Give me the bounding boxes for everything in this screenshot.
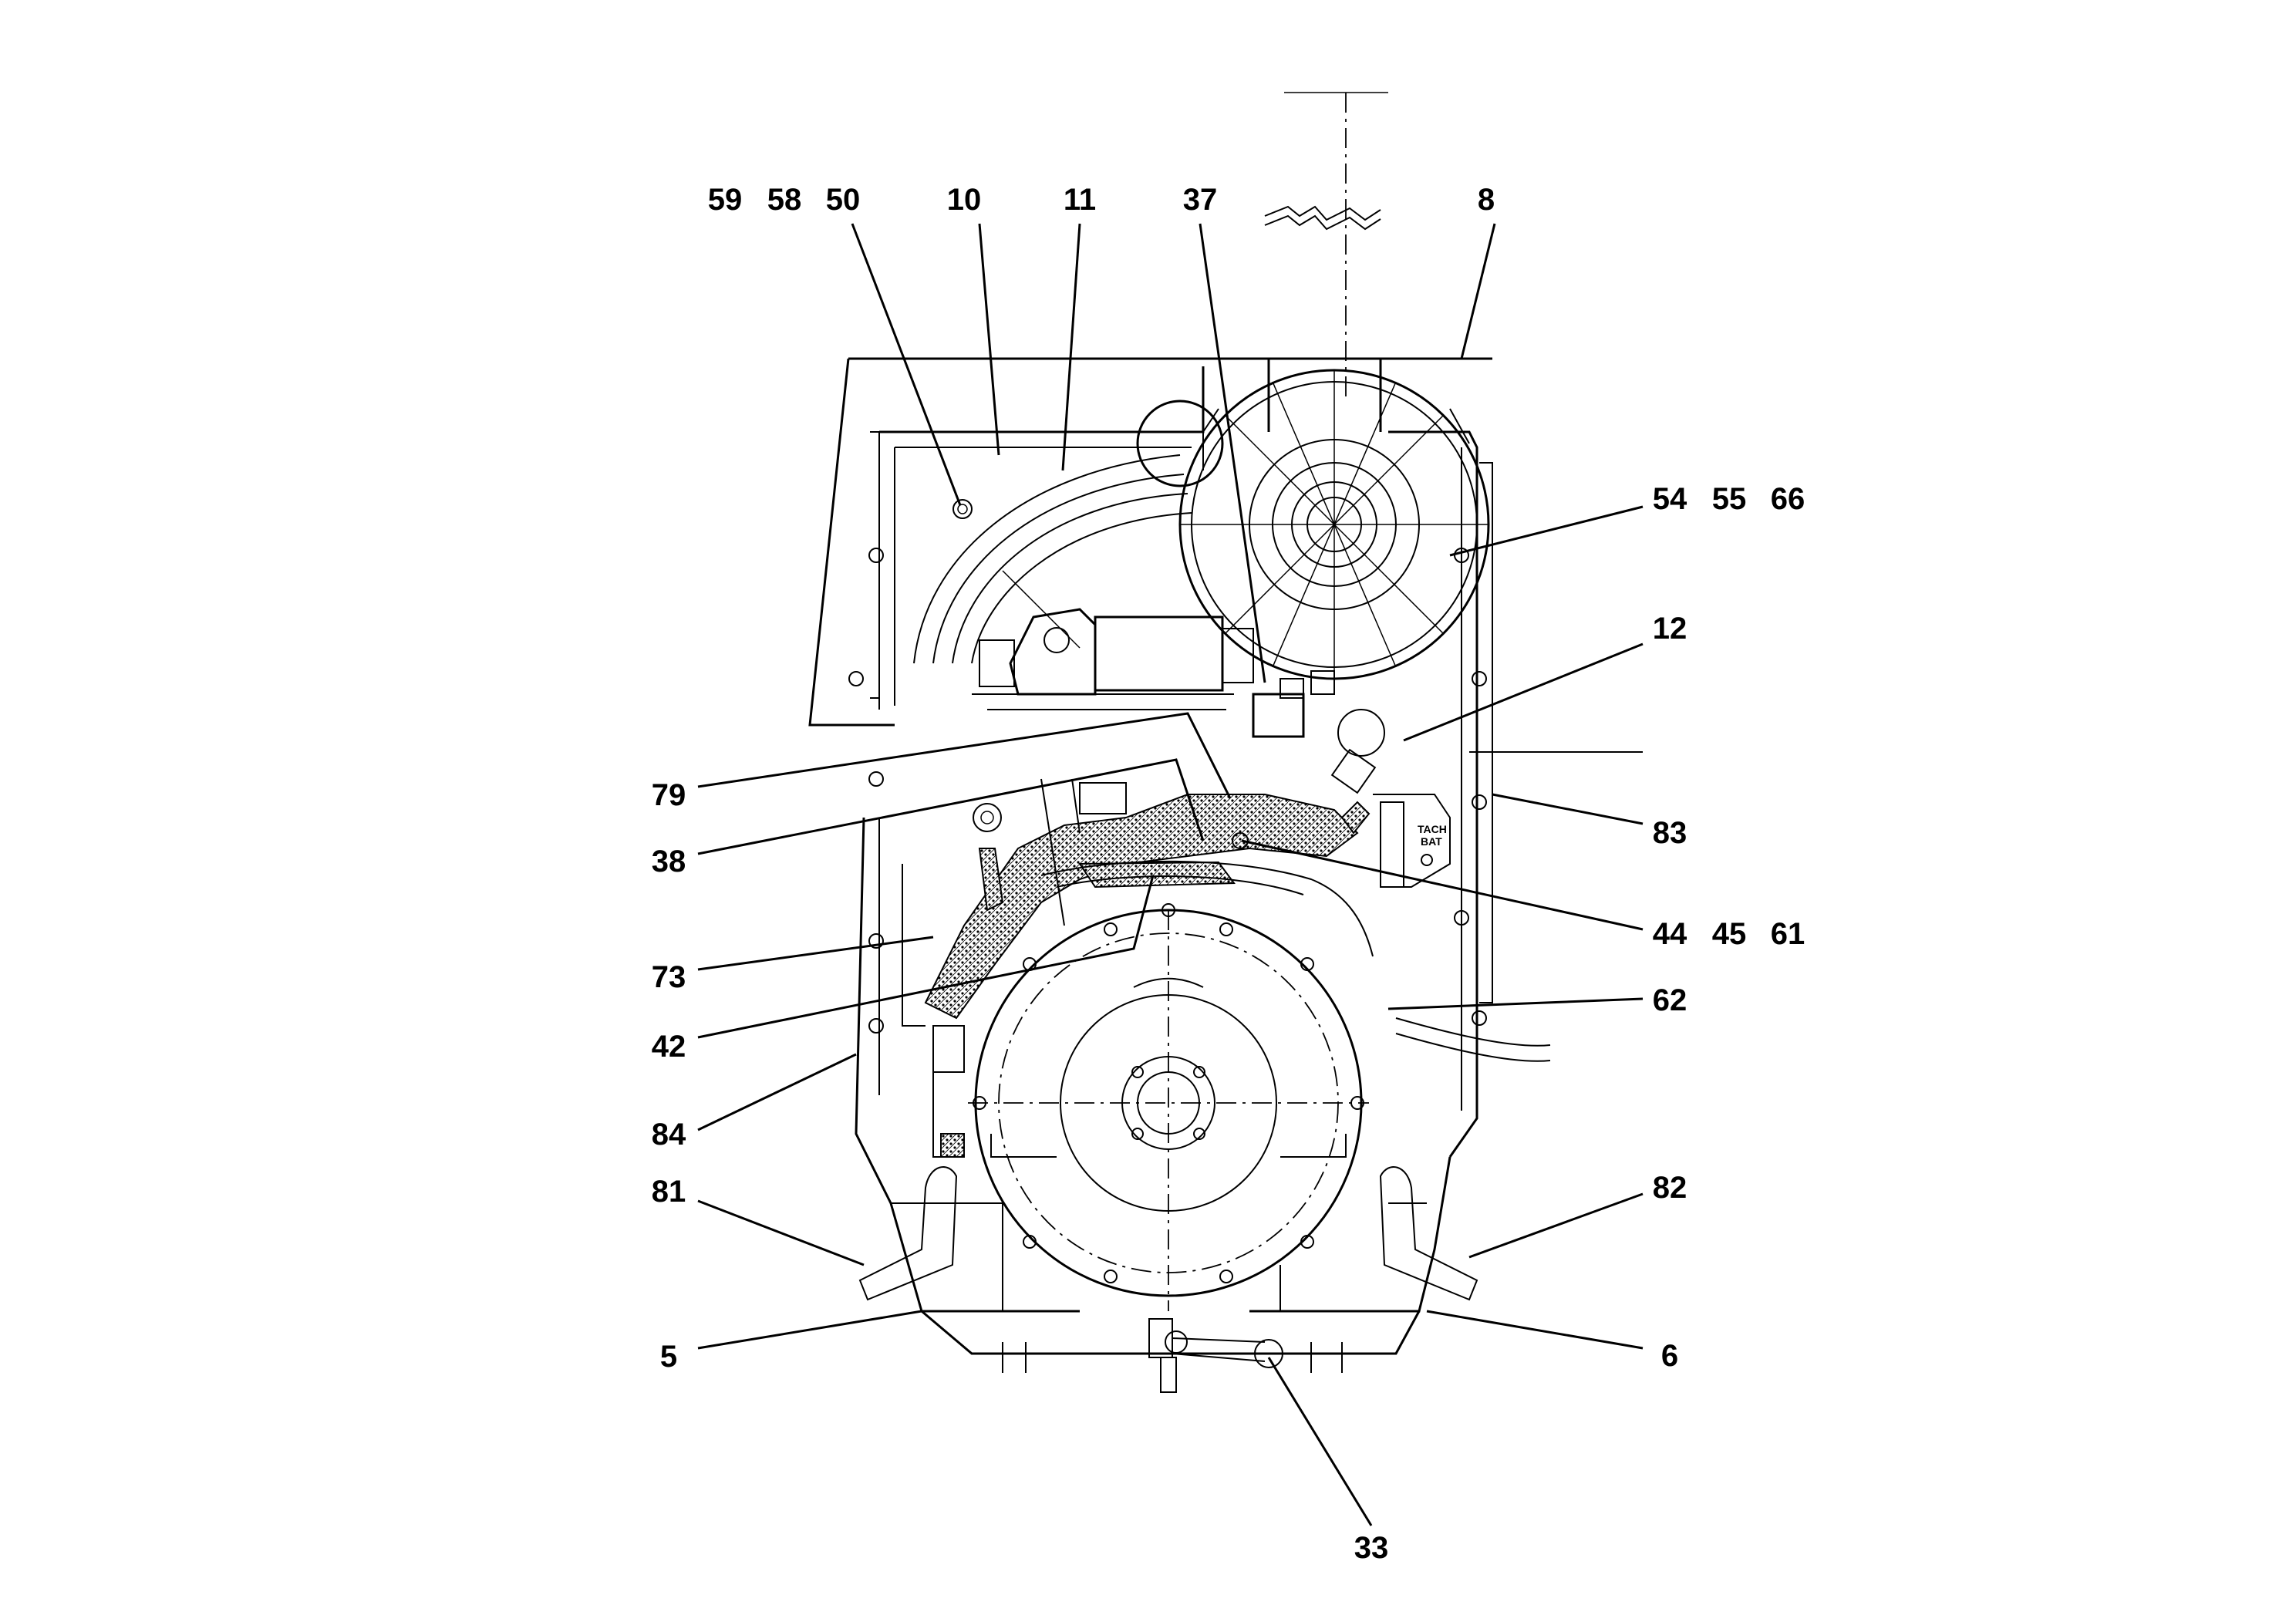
callout-54: 54 bbox=[1653, 482, 1687, 516]
callout-62: 62 bbox=[1653, 983, 1687, 1017]
callout-38: 38 bbox=[652, 845, 686, 878]
leader-lines bbox=[697, 223, 1644, 1526]
callout-82: 82 bbox=[1653, 1171, 1687, 1205]
callout-44: 44 bbox=[1653, 917, 1687, 951]
relay-component bbox=[1252, 670, 1335, 738]
callout-42: 42 bbox=[652, 1030, 686, 1064]
callout-33: 33 bbox=[1354, 1531, 1389, 1565]
tach-label: TACH bbox=[1418, 823, 1447, 835]
mount-bolts-left bbox=[848, 548, 884, 1034]
callout-81: 81 bbox=[652, 1175, 686, 1209]
intake-hose bbox=[913, 454, 1192, 664]
callout-12: 12 bbox=[1653, 612, 1687, 646]
callout-83: 83 bbox=[1653, 816, 1687, 850]
bat-label: BAT bbox=[1421, 835, 1442, 848]
wiring-harness bbox=[924, 782, 1374, 1020]
callout-45: 45 bbox=[1712, 917, 1747, 951]
callout-labels: 59 58 50 10 11 37 8 54 55 66 12 83 44 45… bbox=[652, 183, 1805, 1565]
callout-59: 59 bbox=[708, 183, 743, 217]
flywheel-housing bbox=[968, 903, 1369, 1311]
callout-79: 79 bbox=[652, 778, 686, 812]
callout-50: 50 bbox=[826, 183, 861, 217]
callout-58: 58 bbox=[767, 183, 802, 217]
callout-61: 61 bbox=[1771, 917, 1805, 951]
starter-solenoid bbox=[972, 608, 1254, 710]
callout-66: 66 bbox=[1771, 482, 1805, 516]
callout-6: 6 bbox=[1661, 1339, 1678, 1373]
mount-bolts-right bbox=[1454, 548, 1487, 1026]
callout-8: 8 bbox=[1478, 183, 1495, 217]
callout-84: 84 bbox=[652, 1118, 686, 1152]
drain-fitting bbox=[1148, 1265, 1283, 1393]
callout-11: 11 bbox=[1064, 183, 1096, 217]
exhaust-stack bbox=[1264, 92, 1388, 432]
lower-hoses bbox=[858, 1017, 1551, 1301]
callout-10: 10 bbox=[947, 183, 982, 217]
callout-55: 55 bbox=[1712, 482, 1747, 516]
electrical-panel: TACH BAT bbox=[1330, 709, 1643, 888]
callout-5: 5 bbox=[660, 1340, 677, 1374]
left-bracket bbox=[902, 778, 1081, 1158]
callout-73: 73 bbox=[652, 960, 686, 994]
callout-37: 37 bbox=[1183, 183, 1218, 217]
fan-assembly bbox=[1136, 369, 1490, 680]
